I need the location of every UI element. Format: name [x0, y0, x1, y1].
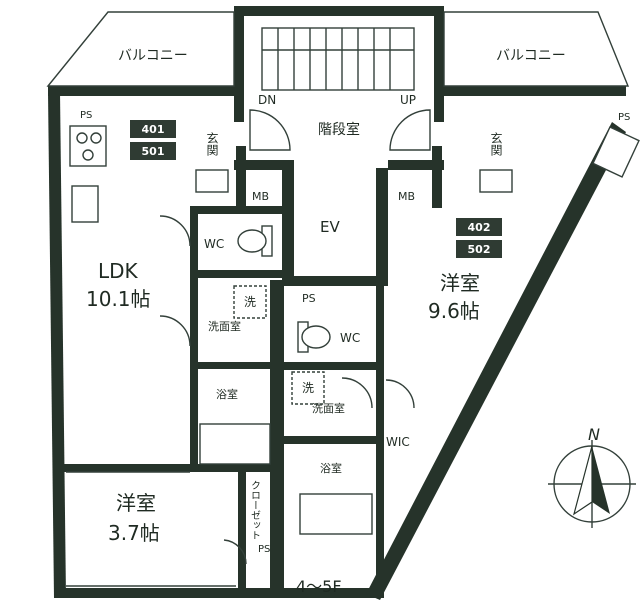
unit-number-401: 401 — [142, 123, 165, 136]
right-wc-wall — [376, 286, 384, 366]
closet-wall — [238, 472, 246, 592]
label-mb-right: MB — [398, 190, 415, 203]
balcony-right-outline — [443, 11, 630, 87]
label-ps-top-right: PS — [618, 112, 630, 123]
small-room-top — [60, 464, 276, 472]
unit-number-501: 501 — [142, 145, 165, 158]
shoe-box-left — [195, 169, 229, 193]
outer-wall-bottom — [54, 588, 376, 598]
unit-badge-left: 401 501 — [130, 120, 176, 160]
north-compass: N — [548, 425, 636, 528]
toilet-left — [237, 225, 273, 257]
label-stairwell: 階段室 — [318, 121, 360, 138]
stair-wall-left — [234, 6, 244, 122]
label-ldk-name: LDK — [98, 259, 139, 283]
label-ps-mid: PS — [302, 292, 316, 305]
ev-wall-bottom — [282, 276, 388, 286]
label-balcony-right: バルコニー — [496, 48, 566, 64]
kitchen-stove — [69, 125, 640, 223]
top-wall-left — [48, 86, 244, 96]
washing-machine-right — [291, 371, 325, 405]
door-swings — [159, 109, 431, 565]
unit-badge-right: 402 502 — [456, 218, 502, 258]
bathtub-left — [199, 423, 271, 465]
label-north: N — [588, 425, 600, 444]
label-bath-right: 浴室 — [320, 461, 342, 475]
label-stair-dn: DN — [258, 93, 276, 107]
toilet-right — [297, 321, 331, 353]
label-laundry-left: 洗 — [244, 295, 256, 309]
washing-machine-left — [233, 285, 267, 319]
label-mb-left: MB — [252, 190, 269, 203]
label-western-small-name: 洋室 — [116, 491, 156, 515]
label-closet: クローゼット — [249, 480, 261, 540]
label-ev: EV — [320, 218, 340, 236]
label-balcony-left: バルコニー — [118, 48, 188, 64]
label-ps-bottom: PS — [258, 544, 270, 555]
stair-wall-bottom-left — [234, 160, 294, 170]
label-ps-top-left: PS — [80, 110, 92, 121]
left-wet-wall — [190, 206, 198, 466]
compass-needle — [592, 446, 610, 514]
label-wic: WIC — [386, 435, 410, 449]
stairs — [261, 27, 415, 91]
ev-wall-right — [376, 168, 388, 286]
right-bath-wall — [376, 366, 384, 598]
center-wall — [270, 280, 284, 598]
stair-wall-bottom-right — [388, 160, 444, 170]
label-ldk-size: 10.1帖 — [86, 287, 151, 311]
right-entry-wall — [432, 146, 442, 208]
label-stair-up: UP — [400, 93, 416, 107]
unit-number-502: 502 — [468, 243, 491, 256]
stair-wall-right — [434, 6, 444, 122]
label-wc-left: WC — [204, 237, 224, 251]
shoe-box-right — [479, 169, 513, 193]
left-entry-wall — [236, 146, 246, 208]
left-wc-bottom — [190, 270, 282, 278]
right-wash-top — [284, 362, 384, 370]
left-bath-top — [190, 362, 270, 369]
balcony-left-outline — [46, 11, 235, 87]
label-entrance-right: 玄関 — [489, 131, 503, 156]
right-bath-top — [284, 436, 378, 444]
label-western-right-size: 9.6帖 — [428, 299, 480, 323]
label-western-right-name: 洋室 — [440, 271, 480, 295]
walls — [48, 6, 626, 600]
left-wc-top — [190, 206, 282, 214]
ev-wall-left — [282, 168, 294, 286]
unit-number-402: 402 — [468, 221, 491, 234]
label-wc-right: WC — [340, 331, 360, 345]
top-wall-right — [434, 86, 626, 96]
label-western-small-size: 3.7帖 — [108, 521, 160, 545]
bathtub-right — [299, 493, 373, 535]
label-floor: 4〜5F — [296, 577, 342, 596]
label-entrance-left: 玄関 — [205, 131, 219, 156]
label-washroom-left: 洗面室 — [208, 319, 241, 333]
outer-wall-diagonal — [366, 122, 626, 600]
label-bath-left: 浴室 — [216, 387, 238, 401]
label-washroom-right: 洗面室 — [312, 401, 345, 415]
outer-wall-left — [48, 92, 66, 598]
stair-wall-top — [234, 6, 444, 16]
label-laundry-right: 洗 — [302, 381, 314, 395]
